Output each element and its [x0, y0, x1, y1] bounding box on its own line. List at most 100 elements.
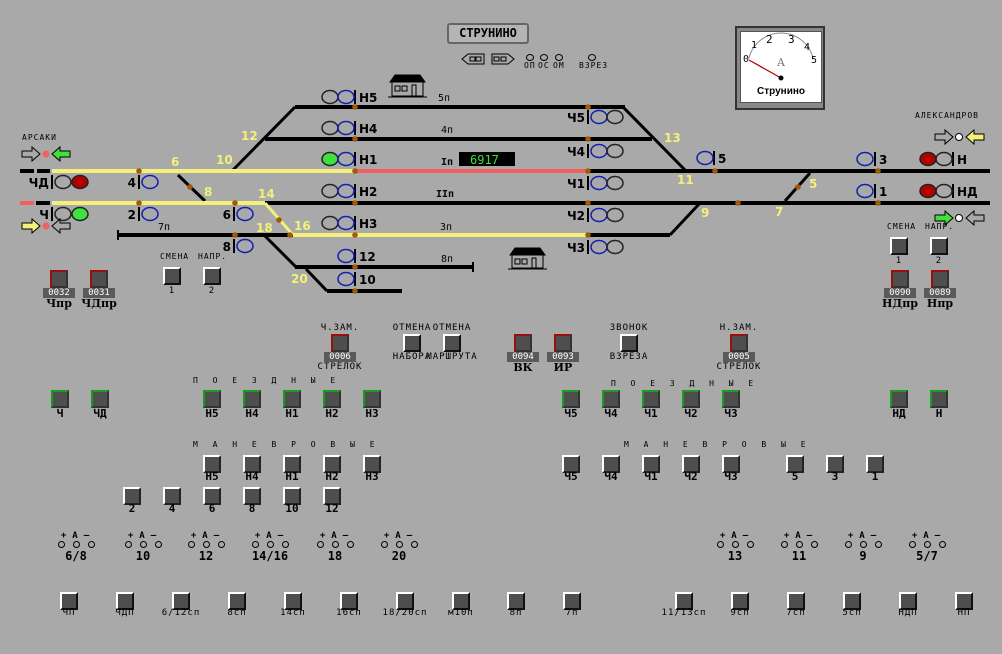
signal-Ч1[interactable]: Ч1: [567, 175, 624, 191]
shunt-route-Ч3-button[interactable]: [722, 455, 740, 473]
shunt-route-5-button[interactable]: [786, 455, 804, 473]
section-14сп-button[interactable]: [284, 592, 302, 610]
switch-control-6/8[interactable]: +A—6/8: [51, 531, 101, 562]
train-route-Ч1-button[interactable]: [642, 390, 660, 408]
train-route-НД-button[interactable]: [890, 390, 908, 408]
train-route-Н-button[interactable]: [930, 390, 948, 408]
control-ИР-button[interactable]: [554, 334, 572, 352]
section-8п-button[interactable]: [507, 592, 525, 610]
control-Нпр-button[interactable]: [931, 270, 949, 288]
signal-8[interactable]: 8: [223, 238, 254, 254]
shunt-route-2-button[interactable]: [123, 487, 141, 505]
section-9сп-button[interactable]: [731, 592, 749, 610]
train-route-Ч3-button[interactable]: [722, 390, 740, 408]
shunt-route-Н3-button[interactable]: [363, 455, 381, 473]
shunt-route-10-button[interactable]: [283, 487, 301, 505]
signal-Н1[interactable]: Н1: [321, 151, 377, 167]
control-НДпр-button[interactable]: [891, 270, 909, 288]
signal-НД[interactable]: НД: [919, 183, 978, 199]
aux-control-button[interactable]: [331, 334, 349, 352]
change-direction-2-button[interactable]: [930, 237, 948, 255]
shunt-route-Н2-button[interactable]: [323, 455, 341, 473]
switch-lamp: [266, 541, 274, 548]
signal-10[interactable]: 10: [337, 271, 376, 287]
train-route-ЧД-button[interactable]: [91, 390, 109, 408]
change-direction-2-button[interactable]: [203, 267, 221, 285]
switch-control-11[interactable]: +A—11: [774, 531, 824, 562]
train-route-Н1-button[interactable]: [283, 390, 301, 408]
train-route-Ч4-button[interactable]: [602, 390, 620, 408]
train-route-Ч-button[interactable]: [51, 390, 69, 408]
shunt-route-1-button[interactable]: [866, 455, 884, 473]
signal-Н[interactable]: Н: [919, 151, 967, 167]
switch-control-20[interactable]: +A—20: [374, 531, 424, 562]
shunt-route-6-button[interactable]: [203, 487, 221, 505]
section-5сп-button[interactable]: [843, 592, 861, 610]
shunt-route-Ч2-button[interactable]: [682, 455, 700, 473]
signal-2[interactable]: 2: [128, 206, 159, 222]
signal-3[interactable]: 3: [856, 151, 887, 167]
signal-Ч2[interactable]: Ч2: [567, 207, 624, 223]
section-6/12сп-button[interactable]: [172, 592, 190, 610]
section-11/13сп-button[interactable]: [675, 592, 693, 610]
signal-Ч[interactable]: Ч: [39, 206, 89, 222]
shunt-route-3-button[interactable]: [826, 455, 844, 473]
section-ЧП-button[interactable]: [60, 592, 78, 610]
control-Чпр-button[interactable]: [50, 270, 68, 288]
signal-6[interactable]: 6: [223, 206, 254, 222]
signal-Н2[interactable]: Н2: [321, 183, 377, 199]
shunt-route-Н4-button[interactable]: [243, 455, 261, 473]
signal-ЧД[interactable]: ЧД: [29, 174, 89, 190]
shunt-route-Ч4-button[interactable]: [602, 455, 620, 473]
signal-Ч5[interactable]: Ч5: [567, 109, 624, 125]
signal-Н3[interactable]: Н3: [321, 215, 377, 231]
section-8сп-button[interactable]: [228, 592, 246, 610]
shunt-route-Н1-button[interactable]: [283, 455, 301, 473]
section-НДП-button[interactable]: [899, 592, 917, 610]
signal-12[interactable]: 12: [337, 248, 376, 264]
train-route-Ч2-button[interactable]: [682, 390, 700, 408]
train-route-Н2-button[interactable]: [323, 390, 341, 408]
switch-symbols: +A—: [902, 531, 952, 541]
section-ЧДП-button[interactable]: [116, 592, 134, 610]
train-route-Н4-button[interactable]: [243, 390, 261, 408]
change-direction-1-button[interactable]: [890, 237, 908, 255]
signal-1[interactable]: 1: [856, 183, 887, 199]
shunt-route-4-button[interactable]: [163, 487, 181, 505]
control-ВК-button[interactable]: [514, 334, 532, 352]
switch-lamp: [154, 541, 162, 548]
train-route-Н3-button[interactable]: [363, 390, 381, 408]
section-НП-button[interactable]: [955, 592, 973, 610]
section-7сп-button[interactable]: [787, 592, 805, 610]
signal-5[interactable]: 5: [696, 150, 726, 166]
aux-control-button[interactable]: [403, 334, 421, 352]
section-18/20сп-button[interactable]: [396, 592, 414, 610]
switch-control-12[interactable]: +A—12: [181, 531, 231, 562]
switch-control-18[interactable]: +A—18: [310, 531, 360, 562]
section-7п-button[interactable]: [563, 592, 581, 610]
aux-control-button[interactable]: [620, 334, 638, 352]
train-route-Ч5-button[interactable]: [562, 390, 580, 408]
shunt-route-12-button[interactable]: [323, 487, 341, 505]
shunt-route-8-button[interactable]: [243, 487, 261, 505]
signal-4[interactable]: 4: [128, 174, 159, 190]
shunt-route-Ч5-button[interactable]: [562, 455, 580, 473]
signal-Н5[interactable]: Н5: [321, 89, 377, 105]
aux-control-button[interactable]: [730, 334, 748, 352]
aux-control-button[interactable]: [443, 334, 461, 352]
switch-control-5/7[interactable]: +A—5/7: [902, 531, 952, 562]
shunt-route-Ч1-button[interactable]: [642, 455, 660, 473]
change-direction-1-button[interactable]: [163, 267, 181, 285]
shunt-route-Н5-button[interactable]: [203, 455, 221, 473]
train-route-Н5-button[interactable]: [203, 390, 221, 408]
signal-Н4[interactable]: Н4: [321, 120, 377, 136]
switch-control-10[interactable]: +A—10: [118, 531, 168, 562]
control-ЧДпр-button[interactable]: [90, 270, 108, 288]
section-м10п-button[interactable]: [452, 592, 470, 610]
switch-control-13[interactable]: +A—13: [710, 531, 760, 562]
signal-Ч4[interactable]: Ч4: [567, 143, 624, 159]
signal-Ч3[interactable]: Ч3: [567, 239, 624, 255]
switch-control-9[interactable]: +A—9: [838, 531, 888, 562]
switch-control-14/16[interactable]: +A—14/16: [245, 531, 295, 562]
section-16сп-button[interactable]: [340, 592, 358, 610]
